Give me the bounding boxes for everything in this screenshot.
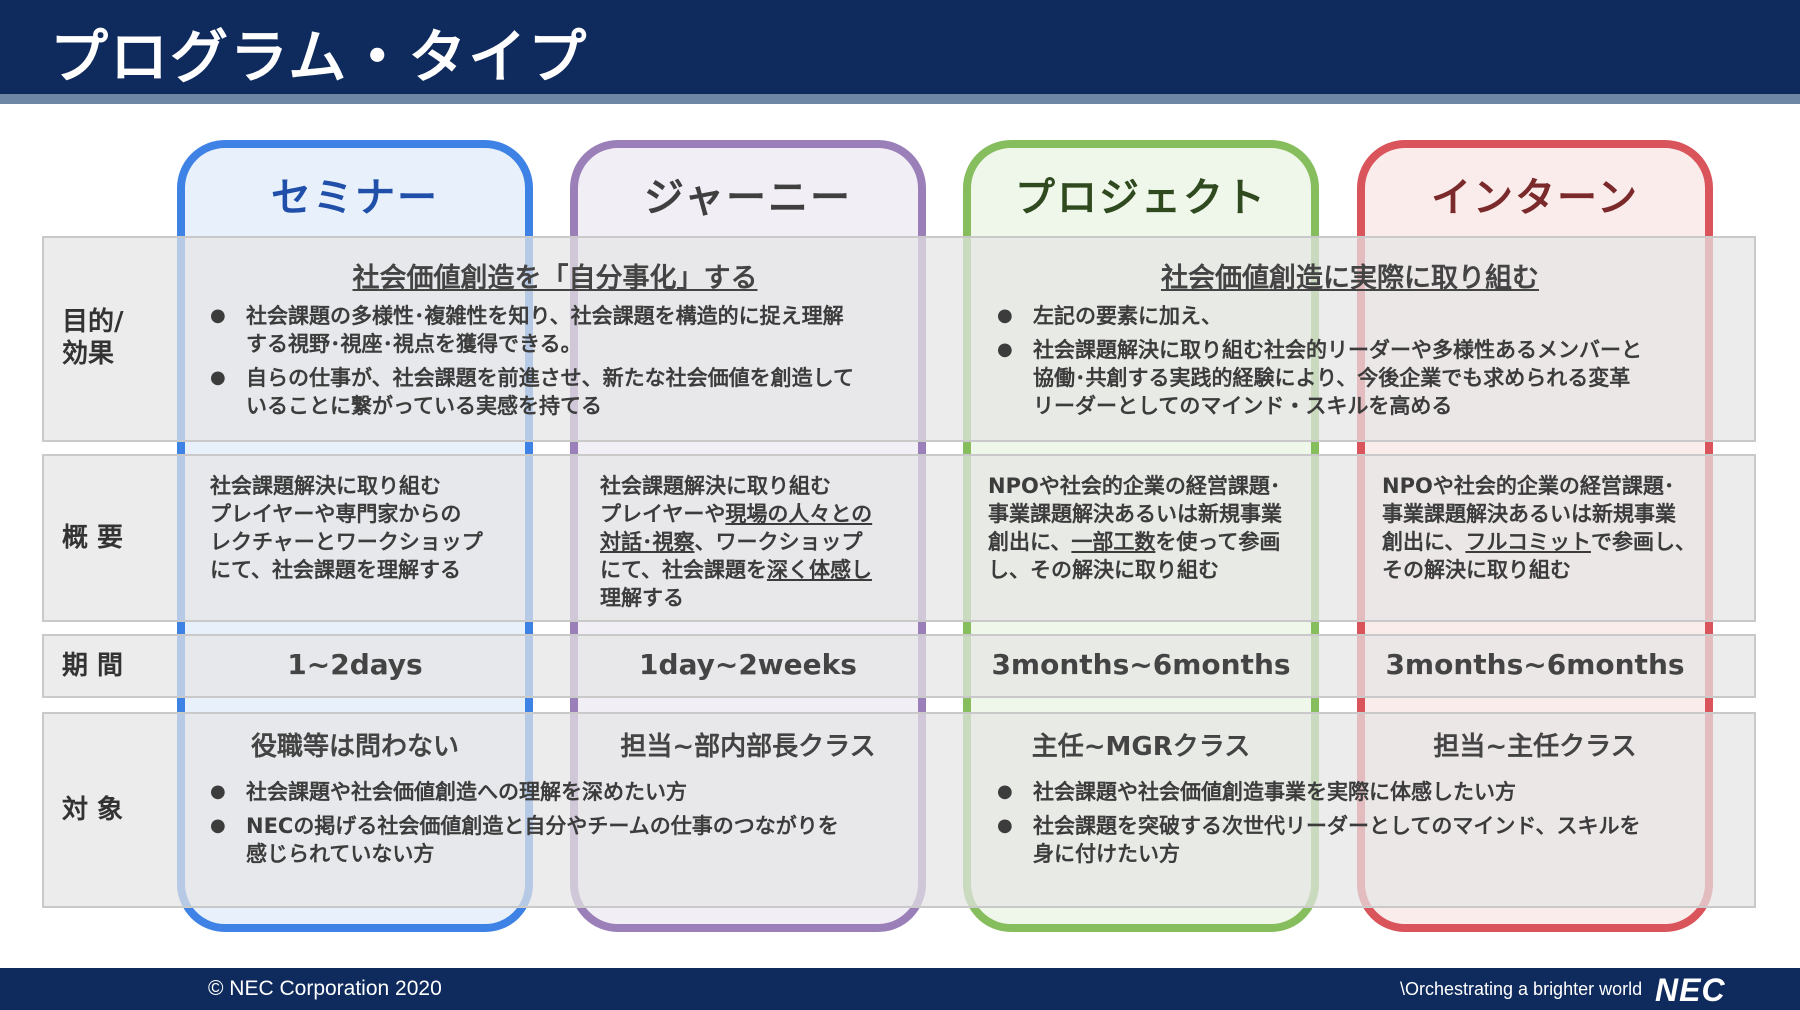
list-item: NECの掲げる社会価値創造と自分やチームの仕事のつながりを 感じられていない方 [210, 812, 930, 868]
overview-line: にて、社会課題を理解する [210, 558, 461, 582]
list-item: 社会課題の多様性･複雑性を知り、社会課題を構造的に捉え理解 する視野･視座･視点… [210, 302, 910, 358]
text-plain: 創出に、 [988, 530, 1072, 554]
overview-line: 対話･視察、ワークショップ [600, 528, 930, 556]
header-divider [0, 94, 1800, 104]
text-plain: 創出に、 [1382, 530, 1466, 554]
text-plain: プレイヤーや [600, 502, 726, 526]
bullet-line: 左記の要素に加え、 [1033, 304, 1222, 328]
row-label-period: 期 間 [62, 651, 124, 681]
overview-line: レクチャーとワークショップ [210, 530, 483, 554]
list-item: 社会課題解決に取り組む社会的リーダーや多様性あるメンバーと 協働･共創する実践的… [997, 336, 1717, 420]
period-project: 3months~6months [991, 648, 1291, 681]
overview-line: その解決に取り組む [1382, 558, 1571, 582]
bullet-line: する視野･視座･視点を獲得できる。 [246, 332, 582, 356]
overview-line: プレイヤーや専門家からの [210, 502, 462, 526]
text-underlined: フルコミット [1465, 530, 1591, 554]
text-underlined: 現場の人々との [725, 502, 873, 526]
period-seminar: 1~2days [287, 648, 423, 681]
bullet-line: 社会課題や社会価値創造事業を実際に体感したい方 [1033, 780, 1516, 804]
bullet-line: 身に付けたい方 [1033, 842, 1180, 866]
text-underlined: 対話･視察 [600, 530, 695, 554]
bullet-line: 感じられていない方 [246, 842, 435, 866]
list-item: 社会課題や社会価値創造事業を実際に体感したい方 [997, 778, 1717, 806]
overview-line: プレイヤーや現場の人々との [600, 500, 930, 528]
target-right-bullets: 社会課題や社会価値創造事業を実際に体感したい方 社会課題を突破する次世代リーダー… [997, 778, 1717, 874]
purpose-left-heading: 社会価値創造を「自分事化」する [352, 263, 758, 294]
overview-line: 社会課題解決に取り組む [210, 474, 441, 498]
overview-line: にて、社会課題を深く体感し [600, 556, 930, 584]
list-item: 左記の要素に加え、 [997, 302, 1717, 330]
nec-logo: NEC [1655, 972, 1726, 1008]
overview-seminar: 社会課題解決に取り組む プレイヤーや専門家からの レクチャーとワークショップ に… [210, 472, 540, 584]
target-left-bullets: 社会課題や社会価値創造への理解を深めたい方 NECの掲げる社会価値創造と自分やチ… [210, 778, 930, 874]
overview-line: 理解する [600, 586, 684, 610]
overview-line: 事業課題解決あるいは新規事業 [1382, 502, 1676, 526]
purpose-right-bullets: 左記の要素に加え、 社会課題解決に取り組む社会的リーダーや多様性あるメンバーと … [997, 302, 1717, 426]
overview-journey: 社会課題解決に取り組む プレイヤーや現場の人々との 対話･視察、ワークショップ … [600, 472, 930, 612]
overview-line: NPOや社会的企業の経営課題･ [1382, 474, 1675, 498]
overview-line: 創出に、フルコミットで参画し、 [1382, 528, 1712, 556]
bullet-line: リーダーとしてのマインド・スキルを高める [1033, 394, 1453, 418]
bullet-line: NECの掲げる社会価値創造と自分やチームの仕事のつながりを [246, 814, 839, 838]
column-title-seminar: セミナー [271, 175, 439, 221]
tagline-text: \Orchestrating a brighter world [1400, 979, 1643, 999]
bullet-line: 社会課題を突破する次世代リーダーとしてのマインド、スキルを [1033, 814, 1641, 838]
purpose-left-bullets: 社会課題の多様性･複雑性を知り、社会課題を構造的に捉え理解 する視野･視座･視点… [210, 302, 910, 426]
target-heading-journey: 担当~部内部長クラス [620, 732, 876, 762]
overview-line: 創出に、一部工数を使って参画 [988, 528, 1318, 556]
overview-line: し、その解決に取り組む [988, 558, 1219, 582]
row-label-purpose: 目的/ 効果 [62, 306, 124, 370]
purpose-right-heading: 社会価値創造に実際に取り組む [1161, 263, 1539, 294]
text-plain: を使って参画 [1155, 530, 1281, 554]
header-bar [0, 0, 1800, 94]
list-item: 自らの仕事が、社会課題を前進させ、新たな社会価値を創造して いることに繋がってい… [210, 364, 910, 420]
overview-line: 社会課題解決に取り組む [600, 474, 831, 498]
list-item: 社会課題を突破する次世代リーダーとしてのマインド、スキルを 身に付けたい方 [997, 812, 1717, 868]
bullet-line: 社会課題解決に取り組む社会的リーダーや多様性あるメンバーと [1033, 338, 1642, 362]
overview-project: NPOや社会的企業の経営課題･ 事業課題解決あるいは新規事業 創出に、一部工数を… [988, 472, 1318, 584]
bullet-line: 社会課題の多様性･複雑性を知り、社会課題を構造的に捉え理解 [246, 304, 844, 328]
text-plain: で参画し、 [1590, 530, 1696, 554]
row-label-overview: 概 要 [62, 523, 124, 553]
row-label-target: 対 象 [62, 795, 124, 825]
bullet-line: 協働･共創する実践的経験により、今後企業でも求められる変革 [1033, 366, 1631, 390]
text-plain: 、ワークショップ [694, 530, 863, 554]
text-underlined: 一部工数 [1071, 530, 1156, 554]
row-label-purpose-line2: 効果 [62, 339, 115, 369]
target-heading-seminar: 役職等は問わない [250, 732, 459, 762]
overview-line: 事業課題解決あるいは新規事業 [988, 502, 1282, 526]
overview-line: NPOや社会的企業の経営課題･ [988, 474, 1281, 498]
row-period [42, 634, 1756, 698]
target-heading-project: 主任~MGRクラス [1031, 732, 1251, 762]
footer-bar [0, 968, 1800, 1010]
target-heading-intern: 担当~主任クラス [1433, 732, 1637, 762]
copyright-text: © NEC Corporation 2020 [208, 977, 442, 1000]
column-title-journey: ジャーニー [644, 175, 852, 221]
page-title: プログラム・タイプ [50, 23, 589, 91]
list-item: 社会課題や社会価値創造への理解を深めたい方 [210, 778, 930, 806]
bullet-line: 社会課題や社会価値創造への理解を深めたい方 [246, 780, 687, 804]
period-journey: 1day~2weeks [639, 648, 857, 681]
bullet-line: いることに繋がっている実感を持てる [246, 394, 602, 418]
text-plain: にて、社会課題を [600, 558, 767, 582]
bullet-line: 自らの仕事が、社会課題を前進させ、新たな社会価値を創造して [246, 366, 854, 390]
row-target [42, 712, 1756, 908]
text-underlined: 深く体感し [766, 558, 872, 582]
period-intern: 3months~6months [1385, 648, 1685, 681]
overview-intern: NPOや社会的企業の経営課題･ 事業課題解決あるいは新規事業 創出に、フルコミッ… [1382, 472, 1712, 584]
row-overview [42, 454, 1756, 622]
row-label-purpose-line1: 目的/ [62, 307, 124, 337]
column-title-intern: インターン [1431, 175, 1639, 221]
column-title-project: プロジェクト [1015, 175, 1267, 221]
